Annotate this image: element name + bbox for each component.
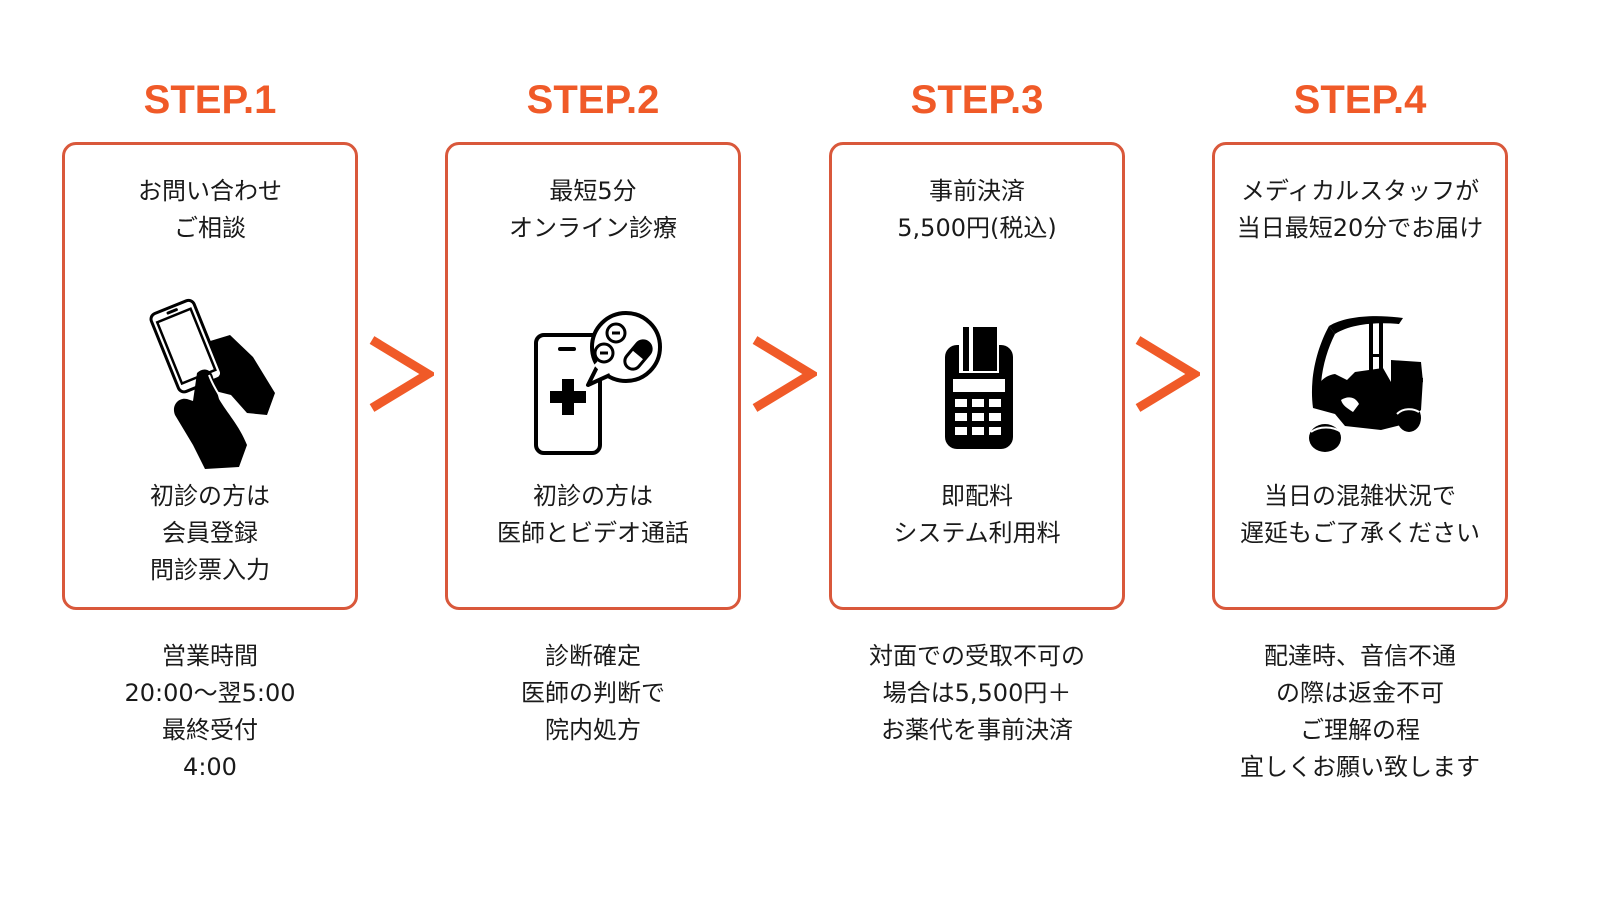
online-medical-consultation-icon xyxy=(448,295,738,470)
step-title: STEP.1 xyxy=(143,78,277,122)
step-description: 初診の方は 会員登録 問診票入力 xyxy=(150,482,270,584)
step-note: 診断確定 医師の判断で 院内処方 xyxy=(521,642,665,744)
step-title: STEP.3 xyxy=(910,78,1044,122)
step-note: 対面での受取不可の 場合は5,500円＋ お薬代を事前決済 xyxy=(869,642,1085,744)
next-arrow-icon xyxy=(1135,336,1200,412)
step-card: 最短5分 オンライン診療 xyxy=(445,142,741,610)
step-description: 初診の方は 医師とビデオ通話 xyxy=(497,482,689,547)
step-heading: お問い合わせ ご相談 xyxy=(138,177,282,242)
step-heading: メディカルスタッフが 当日最短20分でお届け xyxy=(1236,177,1484,242)
step-card: 事前決済 5,500円(税込) 即配料 システム利用料 xyxy=(829,142,1125,610)
hand-smartphone-icon xyxy=(65,295,355,470)
step-title: STEP.2 xyxy=(526,78,660,122)
step-description: 即配料 システム利用料 xyxy=(893,482,1061,547)
delivery-tricycle-icon xyxy=(1215,295,1505,470)
next-arrow-icon xyxy=(752,336,817,412)
step-card: お問い合わせ ご相談 初診の方は 会員登録 問診票入力 xyxy=(62,142,358,610)
step-card: メディカルスタッフが 当日最短20分でお届け xyxy=(1212,142,1508,610)
step-note: 配達時、音信不通 の際は返金不可 ご理解の程 宜しくお願い致します xyxy=(1240,642,1480,781)
step-title: STEP.4 xyxy=(1293,78,1427,122)
step-heading: 最短5分 オンライン診療 xyxy=(509,177,677,242)
step-description: 当日の混雑状況で 遅延もご了承ください xyxy=(1240,482,1480,547)
step-heading: 事前決済 5,500円(税込) xyxy=(897,177,1057,242)
next-arrow-icon xyxy=(369,336,434,412)
step-note: 営業時間 20:00〜翌5:00 最終受付 4:00 xyxy=(124,642,296,781)
card-payment-terminal-icon xyxy=(832,295,1122,470)
